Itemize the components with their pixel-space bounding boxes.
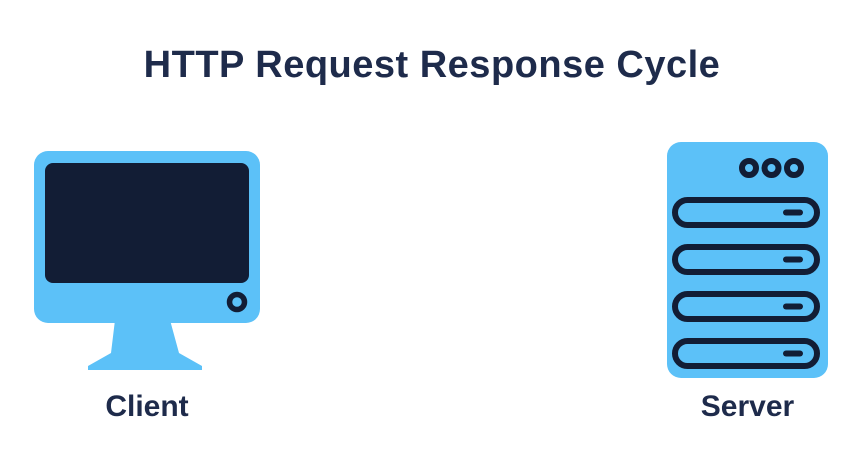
monitor-stand (88, 320, 202, 370)
server-bay-dashes (783, 209, 803, 357)
server-bays (672, 197, 820, 369)
server-rack-icon (667, 142, 828, 378)
server-lights (739, 158, 804, 178)
server-node: Server (667, 142, 828, 441)
monitor-power-button (226, 291, 248, 313)
diagram-title: HTTP Request Response Cycle (143, 44, 721, 86)
client-node: Client (34, 151, 260, 441)
server-label: Server (700, 390, 795, 423)
monitor-screen (45, 163, 249, 283)
client-label: Client (105, 390, 189, 423)
monitor-icon (34, 151, 260, 370)
